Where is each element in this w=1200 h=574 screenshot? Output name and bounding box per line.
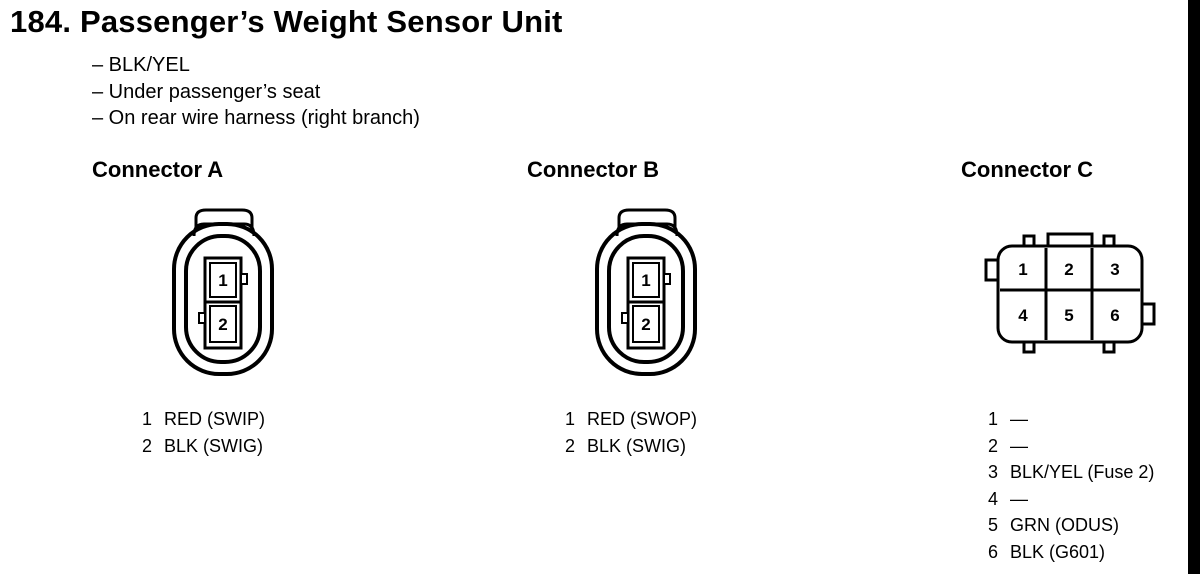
- connector-c-pin-row: 5 GRN (ODUS): [988, 512, 1154, 539]
- pin-description: RED (SWIP): [164, 409, 265, 429]
- connector-b-pin-2: [632, 305, 660, 343]
- pin-description: BLK (G601): [1010, 541, 1106, 562]
- pin-number: 5: [988, 515, 999, 535]
- connector-c-pin-4-label: 4: [1018, 306, 1028, 325]
- pin-number: 6: [988, 541, 999, 562]
- pin-description: BLK (SWIG): [164, 435, 264, 456]
- connector-b-pin-1: [632, 262, 660, 298]
- connector-a-pin-1-label: 1: [218, 271, 227, 290]
- pin-number: 2: [988, 435, 999, 456]
- page-title: 184. Passenger’s Weight Sensor Unit: [10, 4, 563, 39]
- connector-b-pin-row: 1 RED (SWOP): [565, 406, 697, 433]
- connector-c-title: Connector C: [961, 157, 1093, 182]
- connector-c-pin-3-label: 3: [1110, 260, 1119, 279]
- connector-a-face: 1 2: [172, 208, 274, 376]
- note-harness: – On rear wire harness (right branch): [92, 107, 420, 129]
- pin-number: 1: [142, 409, 153, 429]
- connector-c-pin-row: 1—: [988, 406, 1154, 433]
- note-color: – BLK/YEL: [92, 54, 190, 76]
- connector-b-pin-list: 1 RED (SWOP) 2 BLK (SWIG): [565, 406, 697, 459]
- pin-description: BLK (SWIG): [587, 435, 687, 456]
- pin-description: —: [1010, 435, 1028, 456]
- connector-b-title: Connector B: [527, 157, 659, 182]
- connector-b-face: 1 2: [595, 208, 697, 376]
- page-edge-bar: [1188, 0, 1200, 574]
- connector-a-title: Connector A: [92, 157, 224, 182]
- connector-b-pin-row: 2 BLK (SWIG): [565, 433, 697, 460]
- connector-c-pin-row: 6 BLK (G601): [988, 539, 1154, 566]
- location-notes: – BLK/YEL – Under passenger’s seat – On …: [92, 52, 420, 132]
- pin-number: 4: [988, 488, 999, 509]
- connector-c-face: 1 2 3 4 5 6: [984, 232, 1156, 354]
- connector-a-pin-row: 2 BLK (SWIG): [142, 433, 265, 460]
- pin-number: 2: [142, 435, 153, 456]
- pin-description: GRN (ODUS): [1010, 515, 1119, 535]
- pin-description: —: [1010, 488, 1028, 509]
- pin-description: —: [1010, 409, 1028, 429]
- connector-a-pin-row: 1 RED (SWIP): [142, 406, 265, 433]
- connector-b-pin-2-label: 2: [641, 315, 650, 334]
- connector-c-pin-row: 3 BLK/YEL (Fuse 2): [988, 459, 1154, 486]
- connector-c-pin-row: 4—: [988, 486, 1154, 513]
- connector-a-pin-2-label: 2: [218, 315, 227, 334]
- connector-b-pin-1-label: 1: [641, 271, 650, 290]
- connector-c-pin-2-label: 2: [1064, 260, 1073, 279]
- pin-number: 2: [565, 435, 576, 456]
- connector-a-pin-2: [209, 305, 237, 343]
- connector-c-pin-row: 2—: [988, 433, 1154, 460]
- connector-a-pin-list: 1 RED (SWIP) 2 BLK (SWIG): [142, 406, 265, 459]
- connector-c-pin-5-label: 5: [1064, 306, 1073, 325]
- connector-c-pin-6-label: 6: [1110, 306, 1119, 325]
- pin-description: RED (SWOP): [587, 409, 697, 429]
- connector-c-housing: [996, 244, 1144, 344]
- note-location: – Under passenger’s seat: [92, 80, 321, 103]
- connector-a-pin-1: [209, 262, 237, 298]
- pin-number: 1: [565, 409, 576, 429]
- pin-number: 3: [988, 462, 999, 482]
- pin-number: 1: [988, 409, 999, 429]
- pin-description: BLK/YEL (Fuse 2): [1010, 462, 1155, 482]
- connector-c-pin-1-label: 1: [1018, 260, 1027, 279]
